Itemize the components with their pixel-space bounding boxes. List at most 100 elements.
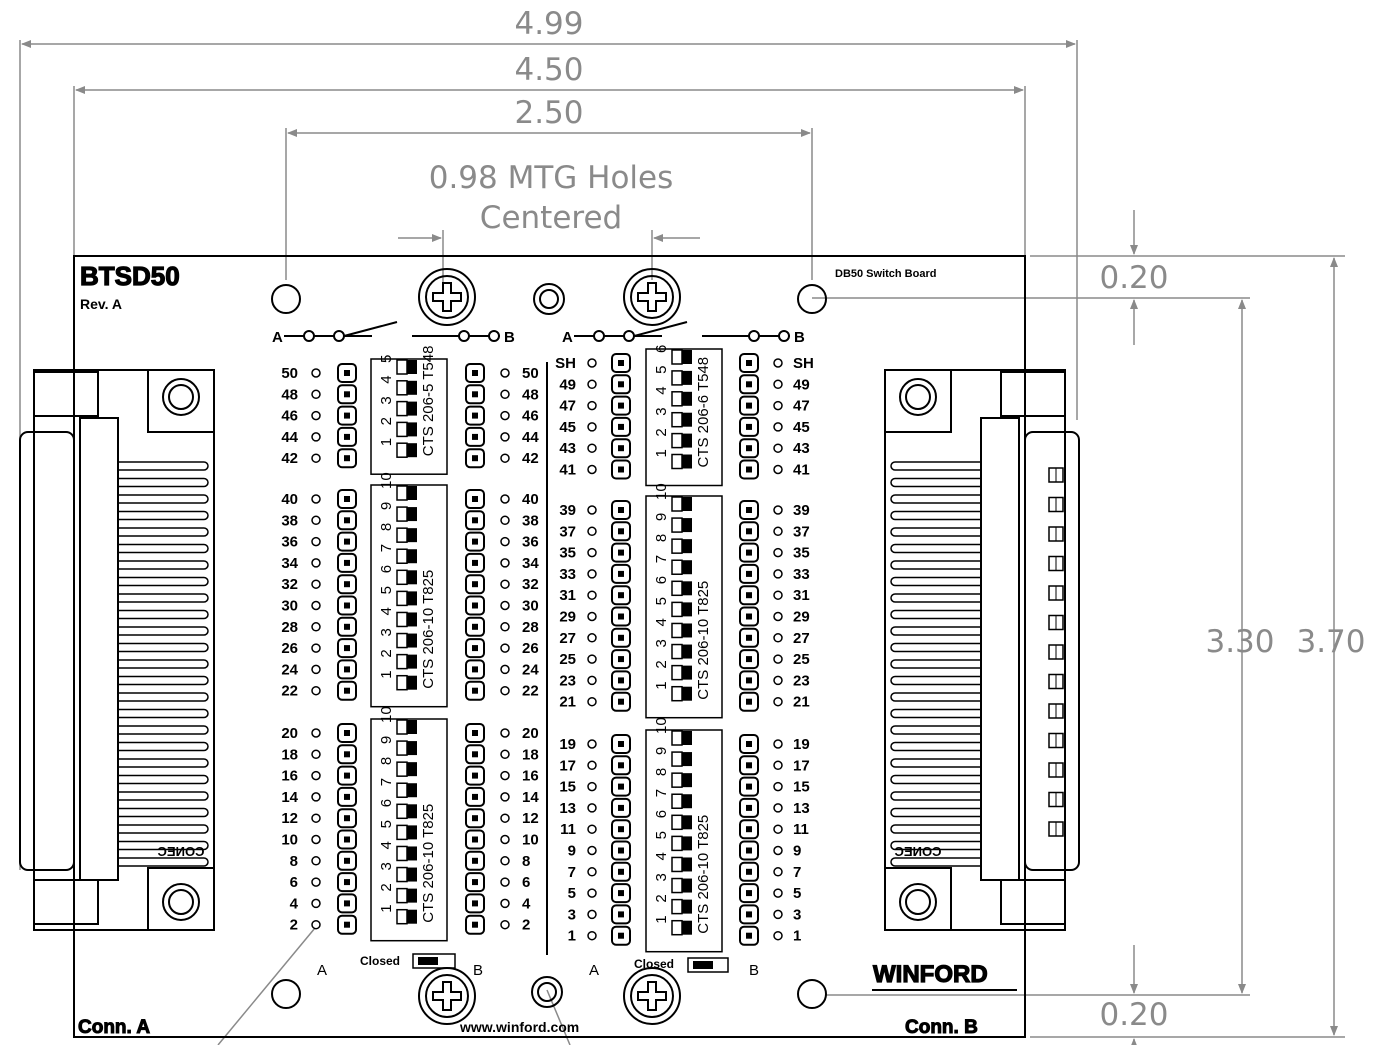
dip-switch-position[interactable]: 1 xyxy=(653,915,692,936)
dip-switch-position[interactable]: 5 xyxy=(378,355,417,375)
dip-switch-position[interactable]: 3 xyxy=(653,407,692,428)
dip-switch-position[interactable]: 2 xyxy=(653,894,692,915)
dip-switch-position[interactable]: 3 xyxy=(378,396,417,417)
switch-part-label: CTS 206-10 T825 xyxy=(420,804,437,923)
terminal-pad xyxy=(465,808,485,829)
dip-switch-position[interactable]: 7 xyxy=(378,544,417,564)
connector-brand-label: CONEC xyxy=(894,844,942,859)
dip-switch-position[interactable]: 4 xyxy=(378,375,417,396)
test-point xyxy=(500,877,510,887)
dip-switch-position[interactable]: 4 xyxy=(378,841,417,862)
test-point xyxy=(500,728,510,738)
terminal-pad xyxy=(465,448,485,469)
test-point xyxy=(311,494,321,504)
dip-switch-position[interactable]: 7 xyxy=(378,778,417,798)
switch-number: 2 xyxy=(378,883,395,891)
dip-switch-position[interactable]: 1 xyxy=(378,670,417,691)
dip-switch-position[interactable]: 4 xyxy=(653,618,692,639)
test-point xyxy=(311,792,321,802)
dip-switch-position[interactable]: 2 xyxy=(378,649,417,670)
dip-switch-position[interactable]: 3 xyxy=(378,628,417,649)
dip-switch-position[interactable]: 8 xyxy=(378,757,417,777)
dip-switch-position[interactable]: 2 xyxy=(653,660,692,681)
dip-switch-position[interactable]: 6 xyxy=(653,345,692,365)
dip-switch-position[interactable]: 9 xyxy=(653,747,692,767)
pin-label-a: 19 xyxy=(559,736,576,753)
pin-label-b: 6 xyxy=(522,874,530,891)
test-point xyxy=(773,824,783,834)
pin-label-b: 27 xyxy=(793,630,810,647)
dip-switch-position[interactable]: 9 xyxy=(378,502,417,522)
dip-switch-position[interactable]: 6 xyxy=(653,576,692,597)
dip-switch-position[interactable]: 7 xyxy=(653,555,692,575)
dip-switch-position[interactable]: 3 xyxy=(653,639,692,660)
terminal-pad xyxy=(611,438,631,459)
test-point xyxy=(773,845,783,856)
pin-label-b: 42 xyxy=(522,450,539,467)
dip-switch-position[interactable]: 2 xyxy=(653,428,692,449)
dip-switch-position[interactable]: 9 xyxy=(378,736,417,756)
dip-switch-position[interactable]: 1 xyxy=(378,904,417,925)
dip-switch-position[interactable]: 2 xyxy=(378,417,417,438)
dip-switch-position[interactable]: 4 xyxy=(653,386,692,407)
test-point xyxy=(500,453,510,463)
dip-switch-position[interactable]: 8 xyxy=(653,534,692,554)
pin-label-a: 17 xyxy=(559,757,576,774)
dip-switch-position[interactable]: 1 xyxy=(653,681,692,702)
board-model: BTSD50 xyxy=(80,261,180,291)
terminal-pad xyxy=(739,819,759,840)
dip-switch-position[interactable]: 5 xyxy=(653,597,692,618)
switch-number: 6 xyxy=(653,345,670,353)
dip-switch-position[interactable]: 5 xyxy=(653,831,692,852)
terminal-pad xyxy=(739,904,759,925)
dip-switch-position[interactable]: 4 xyxy=(378,607,417,628)
pin-label-b: 36 xyxy=(522,534,539,551)
terminal-pad xyxy=(465,595,485,616)
pin-label-a: 42 xyxy=(281,450,298,467)
dip-switch-position[interactable]: 10 xyxy=(378,472,417,501)
dip-switch-position[interactable]: 10 xyxy=(378,706,417,735)
switch-number: 4 xyxy=(378,607,395,615)
terminal-pad xyxy=(611,395,631,416)
dip-switch-position[interactable]: 10 xyxy=(653,717,692,746)
test-point xyxy=(773,888,783,898)
dip-switch-position[interactable]: 3 xyxy=(378,862,417,883)
dip-switch-position[interactable]: 6 xyxy=(378,799,417,820)
pin-label-a: 43 xyxy=(559,440,576,457)
dip-switch-position[interactable]: 1 xyxy=(378,438,417,458)
pin-label-b: 5 xyxy=(793,885,801,902)
dip-switch-position[interactable]: 10 xyxy=(653,483,692,512)
terminal-pad xyxy=(739,925,759,946)
terminal-pad xyxy=(611,840,631,861)
switch-number: 10 xyxy=(378,472,395,489)
svg-text:A: A xyxy=(272,329,283,346)
dip-switch-position[interactable]: 4 xyxy=(653,852,692,873)
dip-switch-position[interactable]: 3 xyxy=(653,873,692,894)
dip-switch-position[interactable]: 5 xyxy=(653,366,692,386)
dip-switch-position[interactable]: 1 xyxy=(653,449,692,470)
dip-switch-position[interactable]: 6 xyxy=(653,810,692,831)
test-point xyxy=(587,888,597,898)
pin-label-b: 1 xyxy=(793,928,801,945)
terminal-pad xyxy=(337,489,357,509)
dip-switch-position[interactable]: 5 xyxy=(378,586,417,607)
dip-switch-position[interactable]: 6 xyxy=(378,565,417,586)
pin-label-a: 48 xyxy=(281,386,298,403)
terminal-pad xyxy=(337,744,357,765)
dip-switch-position[interactable]: 9 xyxy=(653,513,692,533)
test-point xyxy=(311,453,321,463)
terminal-pad xyxy=(739,542,759,563)
dip-switch-position[interactable]: 8 xyxy=(378,523,417,543)
dip-switch-position[interactable]: 2 xyxy=(378,883,417,904)
dip-switch-position[interactable]: 5 xyxy=(378,820,417,841)
dip-switch-position[interactable]: 7 xyxy=(653,789,692,809)
dip-switch-position[interactable]: 8 xyxy=(653,768,692,788)
pin-label-b: 13 xyxy=(793,800,810,817)
test-point xyxy=(311,368,321,378)
